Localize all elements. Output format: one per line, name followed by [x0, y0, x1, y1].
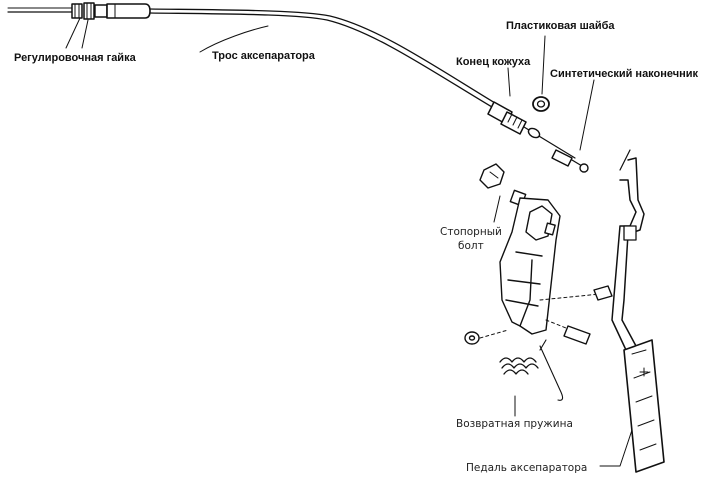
pedal-arm	[611, 149, 645, 351]
label-adjust-nut: Регулировочная гайка	[14, 52, 136, 64]
label-pedal: Педаль аксепаратора	[466, 462, 588, 474]
stop-bolt-group	[479, 163, 527, 207]
pedal-bracket	[464, 197, 613, 345]
label-return-spring: Возвратная пружина	[456, 418, 573, 430]
leader-lines	[65, 17, 633, 467]
label-stop-bolt-line1: Стопорный	[440, 226, 502, 238]
cable-assembly	[7, 2, 589, 173]
label-sheath-end: Конец кожуха	[456, 56, 531, 68]
label-synthetic-tip: Синтетический наконечник	[550, 68, 699, 80]
label-plastic-washer: Пластиковая шайба	[506, 20, 615, 32]
label-cable: Трос аксепаратора	[212, 50, 315, 62]
label-stop-bolt-line2: болт	[458, 240, 484, 252]
pedal-pad	[623, 339, 665, 473]
return-spring	[499, 339, 564, 401]
